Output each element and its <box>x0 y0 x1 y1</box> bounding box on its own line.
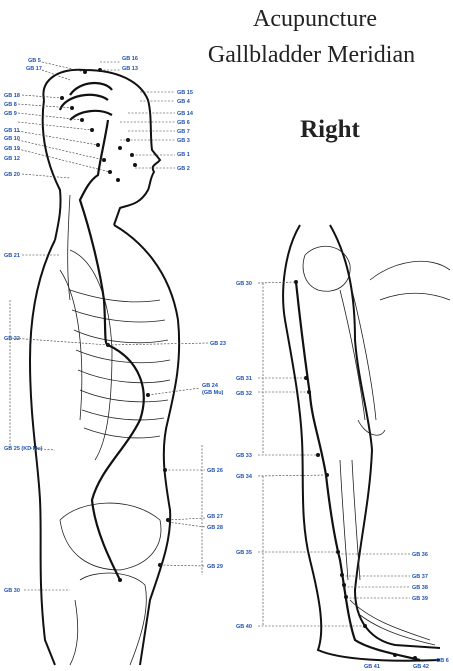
label-gb32: GB 32 <box>236 391 252 397</box>
label-gb26: GB 26 <box>207 468 223 474</box>
label-gb17: GB 17 <box>26 66 42 72</box>
label-gb41: GB 41 <box>364 664 380 670</box>
label-gb11: GB 11 <box>4 128 20 134</box>
label-gb21: GB 21 <box>4 253 20 259</box>
label-gb6-foot: GB 6 <box>436 658 449 664</box>
label-gb40: GB 40 <box>236 624 252 630</box>
label-gb16: GB 16 <box>122 56 138 62</box>
label-gb35: GB 35 <box>236 550 252 556</box>
label-gb24: GB 24 <box>202 383 219 389</box>
label-gb30-torso: GB 30 <box>4 588 20 594</box>
label-gb13: GB 13 <box>122 66 138 72</box>
label-gb7: GB 7 <box>177 129 190 135</box>
label-gb25: GB 25 (KD Mu) <box>4 446 43 452</box>
label-gb10: GB 10 <box>4 136 20 142</box>
label-gb2: GB 2 <box>177 166 190 172</box>
label-gb12: GB 12 <box>4 156 20 162</box>
label-gb3: GB 3 <box>177 138 190 144</box>
label-gb33: GB 33 <box>236 453 252 459</box>
label-gb9: GB 9 <box>4 111 17 117</box>
label-gb20: GB 20 <box>4 172 20 178</box>
label-gb36: GB 36 <box>412 552 428 558</box>
label-gb42: GB 42 <box>413 664 429 670</box>
label-gb38: GB 38 <box>412 585 428 591</box>
label-gb31: GB 31 <box>236 376 252 382</box>
label-gb39: GB 39 <box>412 596 428 602</box>
label-gb8: GB 8 <box>4 102 17 108</box>
label-gb1: GB 1 <box>177 152 190 158</box>
label-gb19: GB 19 <box>4 146 20 152</box>
label-gb6: GB 6 <box>177 120 190 126</box>
point-labels: GB 5 GB 17 GB 18 GB 8 GB 9 GB 11 GB 10 G… <box>4 56 449 670</box>
label-gb30: GB 30 <box>236 281 252 287</box>
label-gb34: GB 34 <box>236 474 253 480</box>
label-gb18: GB 18 <box>4 93 20 99</box>
label-gb14: GB 14 <box>177 111 194 117</box>
label-gb5: GB 5 <box>28 58 41 64</box>
label-gb27: GB 27 <box>207 514 223 520</box>
label-gb29: GB 29 <box>207 564 223 570</box>
label-gb23: GB 23 <box>210 341 226 347</box>
label-gb37: GB 37 <box>412 574 428 580</box>
label-gb22: GB 22 <box>4 336 20 342</box>
label-gb-mu: (GB Mu) <box>202 390 224 396</box>
label-gb4: GB 4 <box>177 99 191 105</box>
label-gb15: GB 15 <box>177 90 193 96</box>
label-gb28: GB 28 <box>207 525 223 531</box>
